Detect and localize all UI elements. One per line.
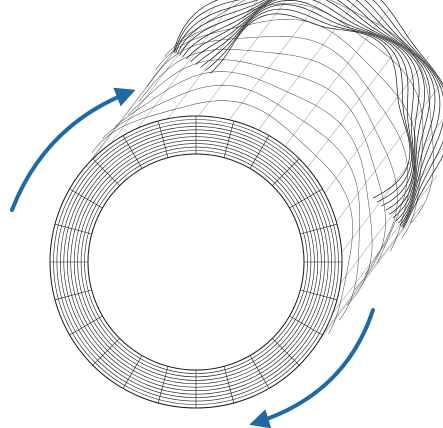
tube-wave-band [102,84,360,321]
annulus-spoke [157,366,169,404]
tube-length-line [167,0,258,119]
annulus-spoke [223,366,235,404]
annulus-spoke [54,289,92,301]
tube-wave-band [176,0,434,224]
annulus-spoke [54,223,92,235]
tube-length-line [332,176,437,314]
tube-length-line [110,6,216,144]
tube-length-line [229,0,321,120]
wavy-far-edge [91,0,434,334]
tube-wave-band [138,49,398,276]
tube-length-line [87,26,192,165]
annulus-spoke [249,355,270,389]
annulus-spoke [92,338,120,366]
tube-length-line [324,56,429,194]
tube-length-line [137,0,236,129]
annulus-spoke [69,188,103,209]
tube-wave-band [127,59,386,290]
tube-body-shells [69,0,443,366]
annulus-spoke [223,120,235,158]
curved-arrow-up-right-icon [10,87,136,212]
annulus-spoke [122,135,143,169]
tube-length-line [198,0,287,117]
annulus-spoke [289,315,323,336]
annulus-spoke [272,158,300,186]
annulus-spoke [249,135,270,169]
tube-wave-band [154,19,417,252]
tube-shell-line [210,13,411,199]
tube-wave-band [114,71,373,306]
annulus-spoke [69,315,103,336]
tube-length-line [284,9,390,147]
annulus-spoke [272,338,300,366]
tube-shell-line [205,8,412,203]
tube-length-line [318,203,423,342]
annulus-spoke [300,289,338,301]
inner-bore [87,153,305,371]
annulus-spoke [122,355,143,389]
curved-arrow-down-left-icon [249,308,375,428]
annulus-spoke [300,223,338,235]
tube-length-line [258,0,358,131]
tube-length-line [336,84,441,223]
annulus-spoke [157,120,169,158]
tube-wave-band [147,36,408,264]
annulus-spokes [50,116,342,408]
tube-length-line [340,147,443,284]
annulus-spoke [289,188,323,209]
annulus-spoke [92,158,120,186]
front-annulus-face [49,115,343,409]
tube-wave-band [91,100,353,334]
tube-length-line [341,118,443,253]
tube-wave-band [164,3,424,239]
